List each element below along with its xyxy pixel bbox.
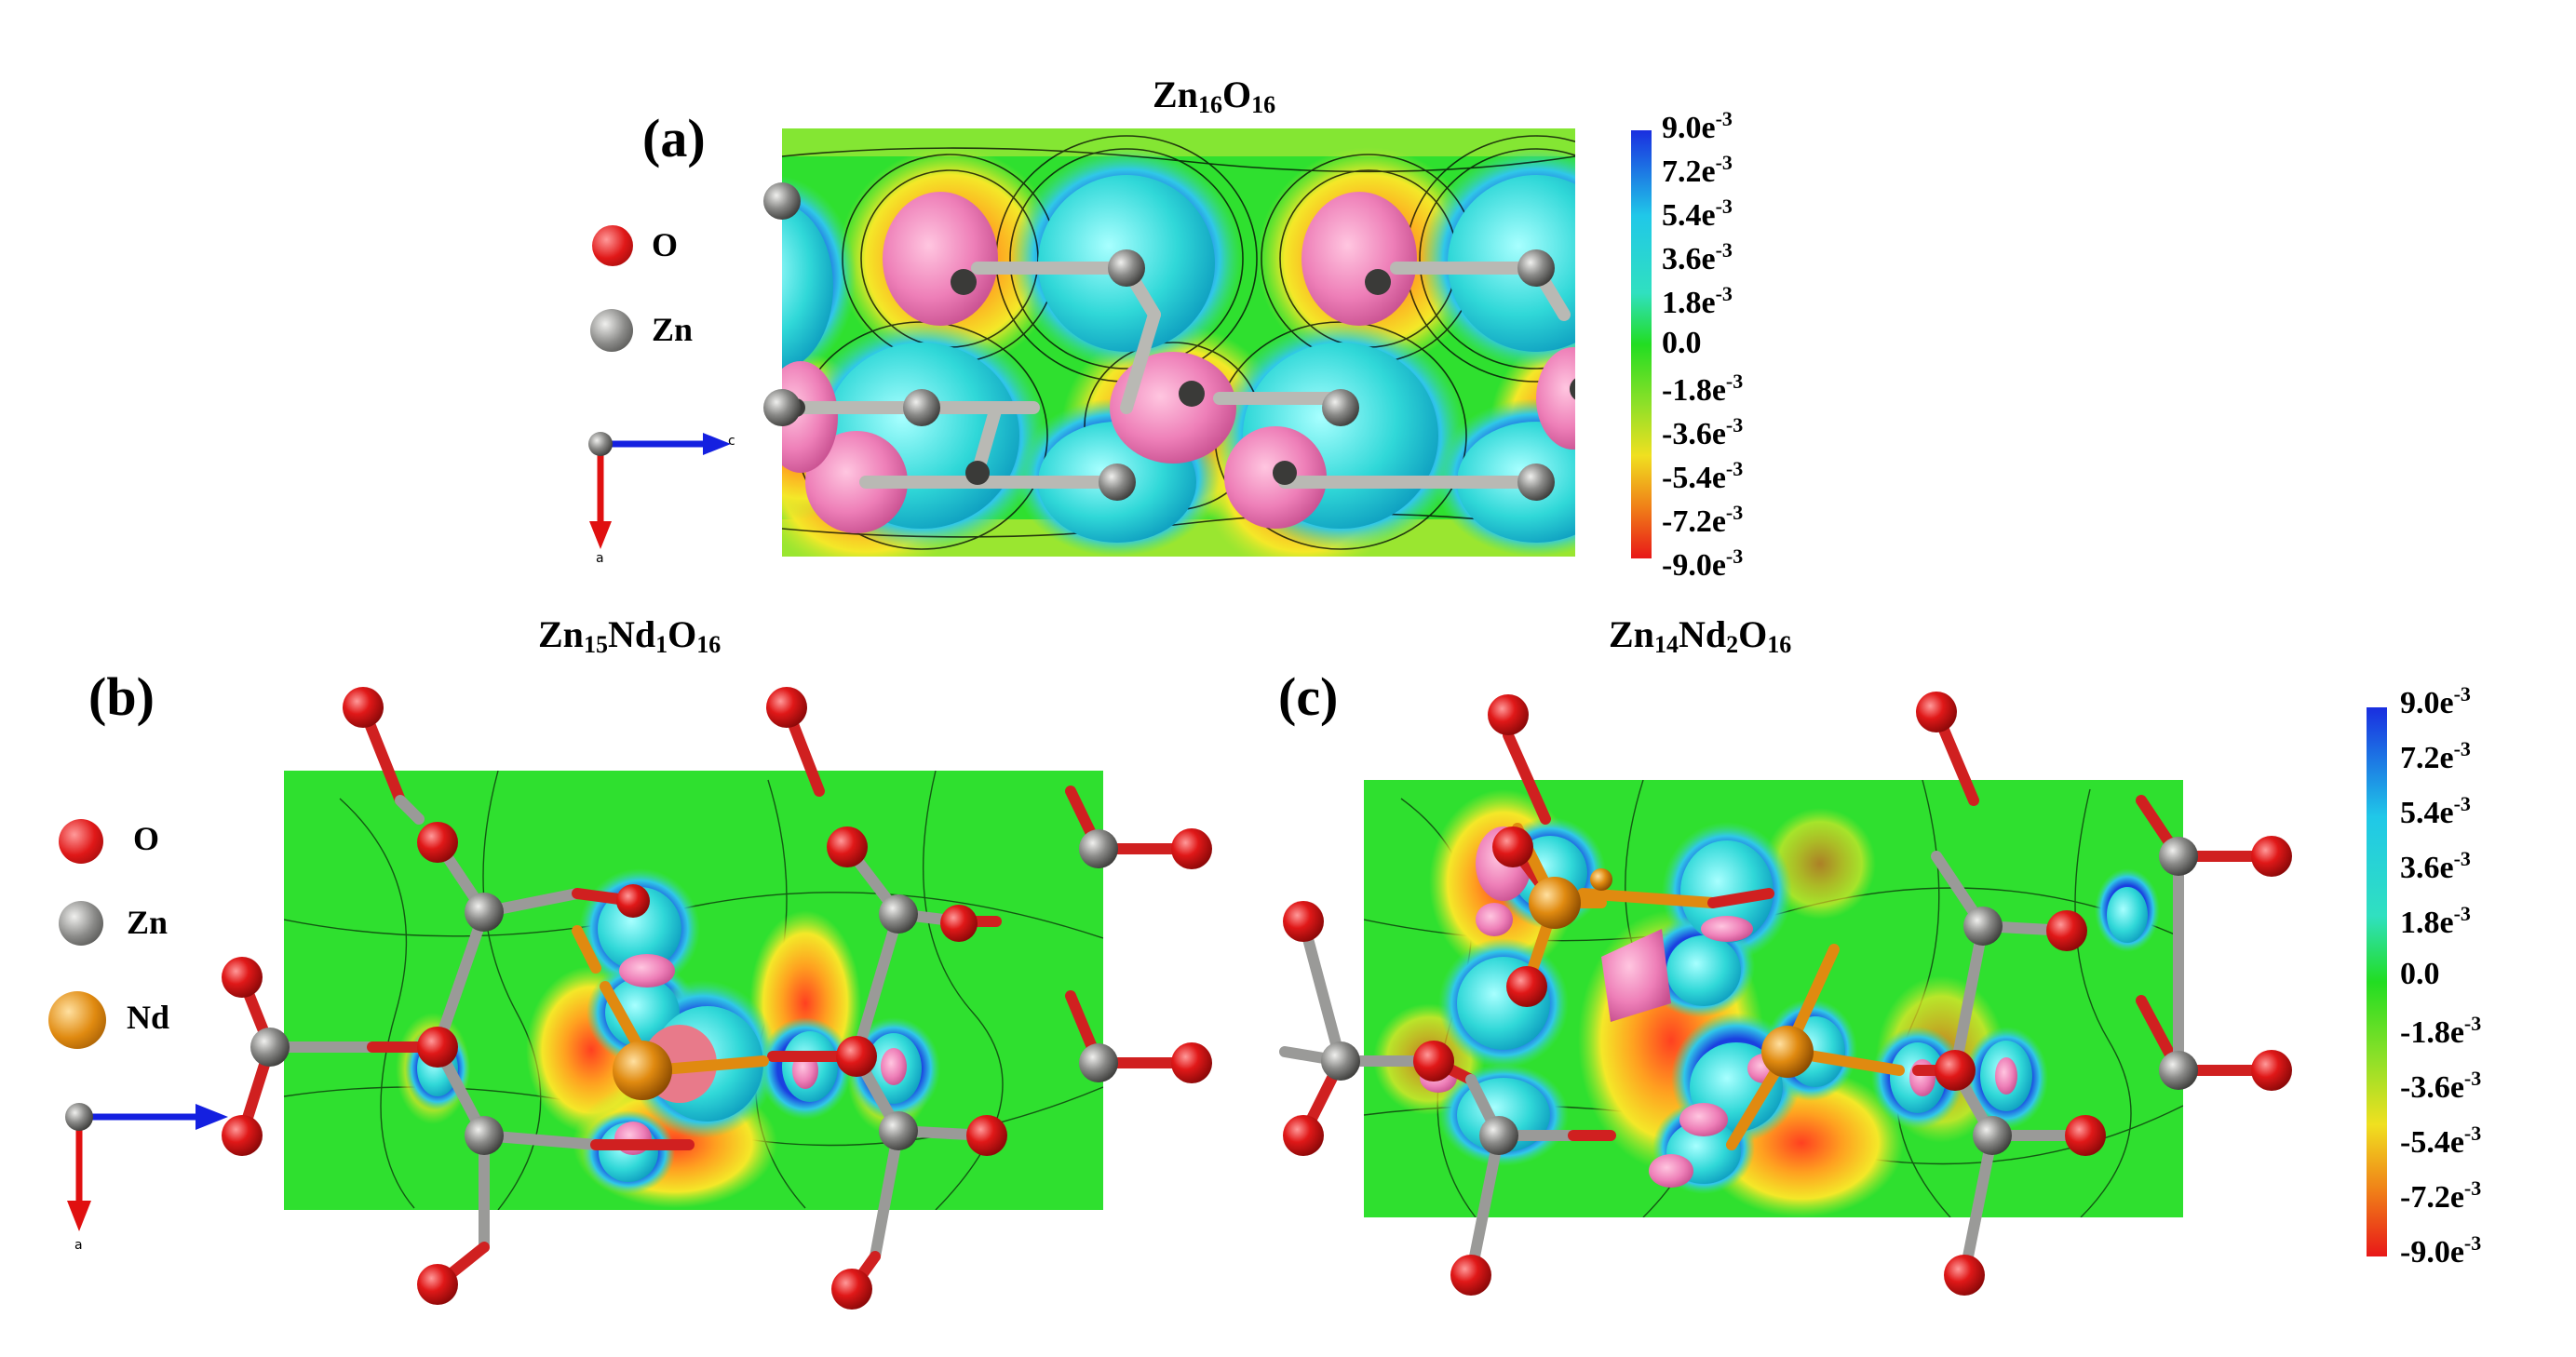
axis-a-label: a	[74, 1238, 83, 1253]
legend-label-neodymium: Nd	[127, 999, 170, 1036]
oxygen-atom-icon	[592, 225, 633, 266]
zinc-atom-icon	[59, 901, 103, 946]
panel-c-title: Zn14Nd2O16	[1609, 613, 1792, 658]
charge-density-map-a	[782, 128, 1575, 557]
atomic-structure-b	[222, 687, 1212, 1310]
atomic-structure-c	[1279, 692, 2292, 1296]
axis-triad-a	[588, 432, 731, 549]
colorbar-c	[2367, 707, 2387, 1256]
panel-c-label: (c)	[1278, 666, 1339, 727]
legend-label-oxygen: O	[133, 820, 160, 857]
legend-label-zinc: Zn	[652, 311, 694, 348]
zinc-atom-icon	[590, 309, 633, 352]
axis-c-label: c	[728, 434, 735, 449]
panel-a-title: Zn16O16	[1153, 74, 1276, 118]
panel-b-title: Zn15Nd1O16	[538, 613, 722, 658]
colorbar-a	[1631, 130, 1652, 558]
panel-a-label: (a)	[642, 108, 706, 168]
panel-b-label: (b)	[88, 666, 155, 727]
axis-triad-b	[65, 1103, 228, 1231]
legend-label-zinc: Zn	[127, 904, 169, 941]
colorbar-c-ticks: 9.0e-3 7.2e-3 5.4e-3 3.6e-3 1.8e-3 0.0 -…	[2400, 682, 2482, 1270]
colorbar-a-ticks: 9.0e-3 7.2e-3 5.4e-3 3.6e-3 1.8e-3 0.0 -…	[1662, 107, 1744, 583]
legend-label-oxygen: O	[652, 226, 679, 263]
neodymium-atom-icon	[48, 991, 106, 1049]
axis-a-label: a	[596, 551, 604, 566]
map-a-edge-atoms	[763, 182, 801, 426]
oxygen-atom-icon	[59, 819, 103, 864]
